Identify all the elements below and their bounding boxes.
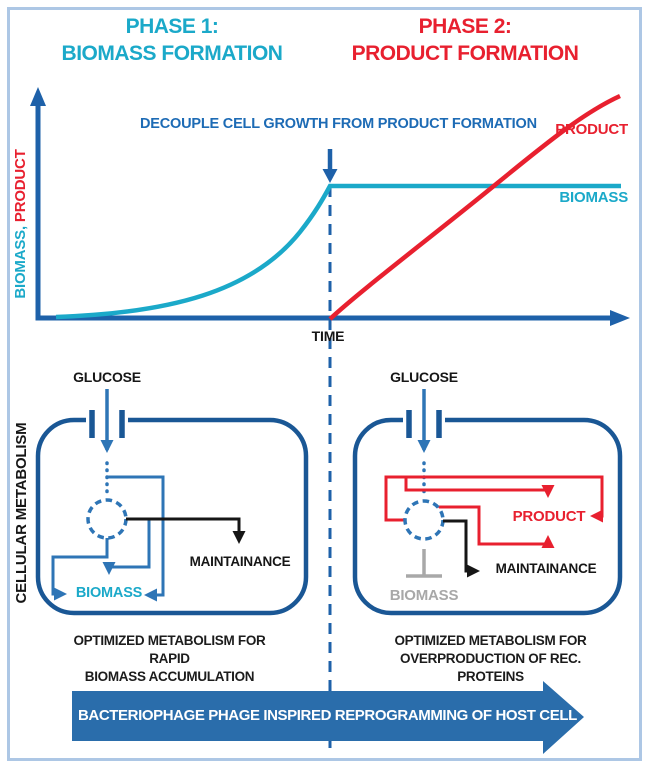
phase2-line1: PHASE 2: [418, 15, 512, 38]
left-cell-membrane [35, 417, 309, 616]
phase2-line2: PRODUCT FORMATION [351, 42, 579, 65]
left-cell [35, 389, 309, 616]
decouple-arrowhead-icon [322, 169, 338, 183]
right-biomass-blocked-tbar-icon [406, 549, 442, 578]
y-axis-label-biomass: BIOMASS, [12, 226, 29, 299]
biomass-curve [55, 183, 621, 320]
banner-label: BACTERIOPHAGE PHAGE INSPIRED REPROGRAMMI… [78, 707, 577, 724]
left-tca-cycle-icon [86, 498, 128, 540]
right-transporter-icon [406, 410, 442, 438]
right-caption-line1: OPTIMIZED METABOLISM FOR [394, 633, 587, 648]
left-biomass-label: BIOMASS [75, 585, 143, 601]
right-biomass-label: BIOMASS [389, 587, 459, 604]
right-product-path-top [404, 477, 555, 498]
right-cell [352, 389, 623, 616]
chart-annotation: DECOUPLE CELL GROWTH FROM PRODUCT FORMAT… [140, 116, 537, 132]
left-caption-line1: OPTIMIZED METABOLISM FOR RAPID [73, 633, 266, 666]
left-maintainance-label: MAINTAINANCE [189, 554, 291, 569]
left-biomass-path-right [107, 475, 165, 602]
y-axis-arrowhead-icon [30, 87, 46, 106]
right-cell-membrane [352, 417, 623, 616]
left-maintainance-arrow [126, 517, 246, 544]
left-transporter-icon [89, 410, 125, 438]
right-caption-line2: OVERPRODUCTION OF REC. PROTEINS [400, 651, 581, 684]
left-cell-caption: OPTIMIZED METABOLISM FOR RAPID BIOMASS A… [52, 632, 287, 686]
section-label-cellular-metabolism: CELLULAR METABOLISM [13, 422, 30, 604]
right-product-label: PRODUCT [512, 508, 586, 525]
y-axis-label: BIOMASS, PRODUCT [12, 149, 30, 298]
chart-axes [35, 103, 612, 321]
right-glucose-label: GLUCOSE [390, 369, 458, 385]
phase1-title: PHASE 1: BIOMASS FORMATION [37, 13, 307, 67]
biomass-curve-label: BIOMASS [559, 189, 628, 206]
phase2-title: PHASE 2: PRODUCT FORMATION [330, 13, 600, 67]
right-maintainance-label: MAINTAINANCE [495, 561, 597, 576]
x-axis-label: TIME [311, 328, 345, 344]
right-product-path-bottom [438, 505, 555, 548]
right-product-path-outer [384, 475, 604, 523]
left-caption-line2: BIOMASS ACCUMULATION [84, 669, 255, 684]
right-cell-caption: OPTIMIZED METABOLISM FOR OVERPRODUCTION … [368, 632, 613, 686]
phase1-line2: BIOMASS FORMATION [61, 42, 283, 65]
y-axis-label-product: PRODUCT [12, 149, 29, 223]
left-biomass-path-left [51, 538, 109, 601]
banner-arrow-icon [72, 681, 584, 754]
right-maintainance-arrow [443, 519, 480, 578]
right-tca-cycle-icon [403, 499, 445, 541]
x-axis-arrowhead-icon [610, 310, 630, 326]
product-curve [328, 93, 621, 321]
left-glucose-label: GLUCOSE [73, 369, 141, 385]
product-curve-label: PRODUCT [555, 121, 628, 138]
phase1-line1: PHASE 1: [125, 15, 219, 38]
